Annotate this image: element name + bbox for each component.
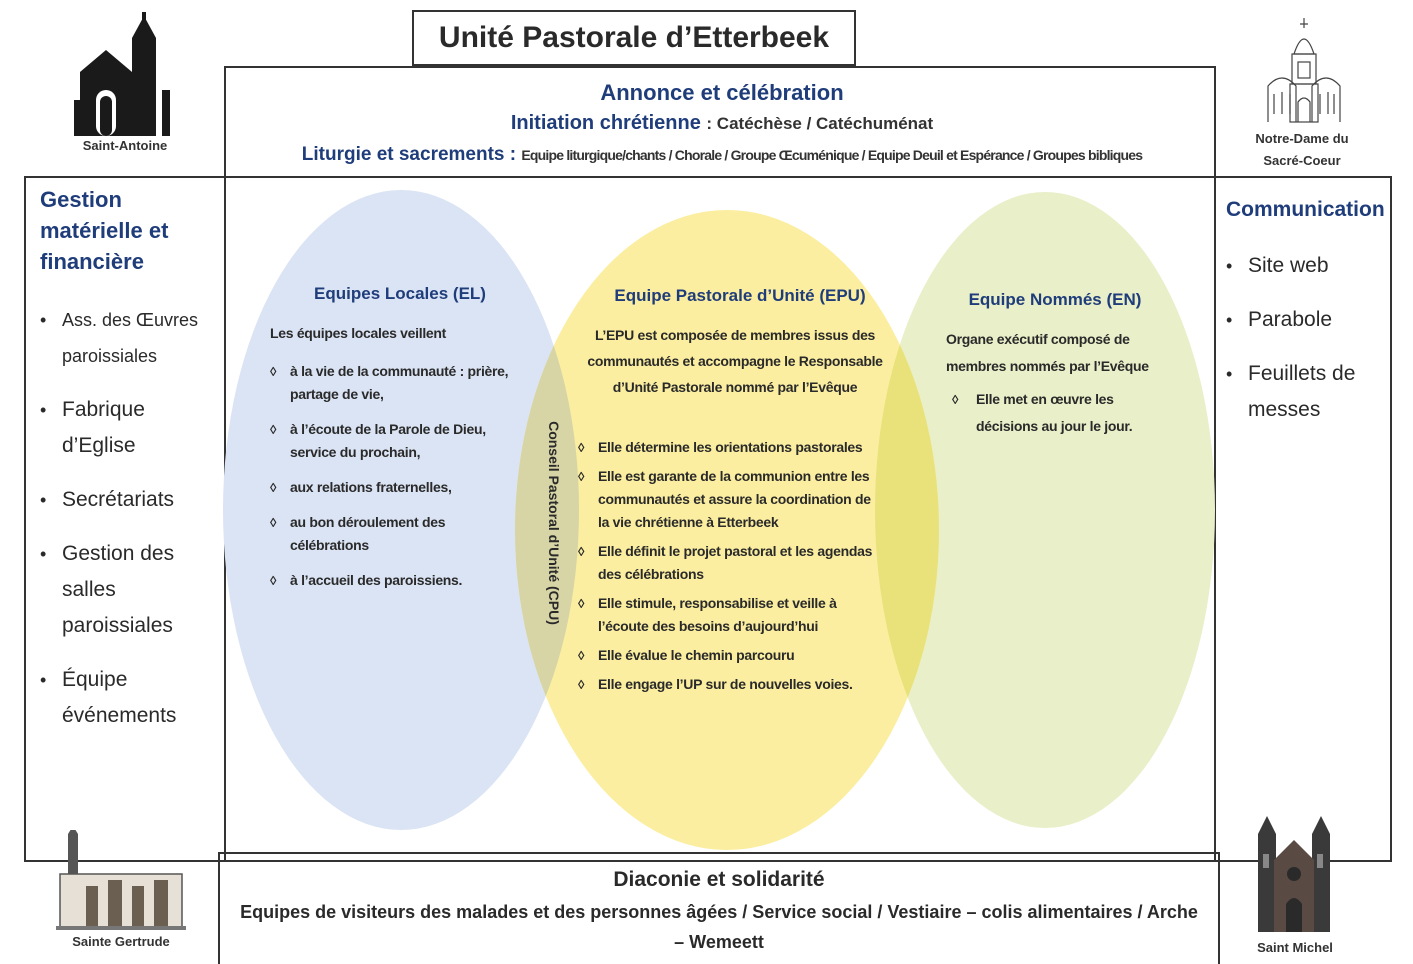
el-item: à l’accueil des paroissiens.	[270, 569, 510, 592]
en-item: Elle met en œuvre les décisions au jour …	[952, 386, 1172, 440]
left-item: Ass. des Œuvres paroissiales	[40, 302, 210, 374]
saint-michel-label: Saint Michel	[1257, 940, 1333, 955]
right-item: Feuillets de messes	[1226, 356, 1396, 428]
annonce-heading: Annonce et célébration	[600, 80, 844, 105]
el-item: à l’écoute de la Parole de Dieu, service…	[270, 418, 510, 464]
left-item: Secrétariats	[40, 482, 210, 518]
sainte-gertrude-church-icon	[56, 830, 186, 930]
epu-item: Elle évalue le chemin parcouru	[578, 644, 878, 667]
epu-list: Elle détermine les orientations pastoral…	[578, 436, 878, 696]
ellipse-en	[875, 192, 1215, 828]
el-title: Equipes Locales (EL)	[314, 284, 486, 303]
page-title: Unité Pastorale d’Etterbeek	[412, 10, 856, 66]
left-list: Ass. des Œuvres paroissiales Fabrique d’…	[40, 302, 210, 734]
initiation-line: Initiation chrétienne : Catéchèse / Caté…	[228, 112, 1216, 135]
el-intro: Les équipes locales veillent	[270, 325, 447, 341]
initiation-text: : Catéchèse / Catéchuménat	[706, 114, 934, 133]
epu-intro: L’EPU est composée de membres issus des …	[587, 327, 883, 395]
epu-title: Equipe Pastorale d’Unité (EPU)	[614, 286, 866, 305]
liturgie-text: Equipe liturgique/chants / Chorale / Gro…	[521, 147, 1143, 163]
notre-dame-church-icon	[1267, 18, 1341, 123]
left-item: Équipe événements	[40, 662, 210, 734]
cpu-vertical-label: Conseil Pastoral d’Unité (CPU)	[546, 421, 562, 625]
right-item: Parabole	[1226, 302, 1396, 338]
left-item: Fabrique d’Eglise	[40, 392, 210, 464]
saint-antoine-church-icon	[74, 12, 170, 136]
liturgie-line: Liturgie et sacrements : Equipe liturgiq…	[228, 144, 1216, 166]
notre-dame-label: Notre-Dame du Sacré-Coeur	[1255, 131, 1349, 168]
epu-item: Elle définit le projet pastoral et les a…	[578, 540, 878, 586]
en-intro: Organe exécutif composé de membres nommé…	[946, 331, 1149, 374]
left-title: Gestion matérielle et financière	[40, 187, 169, 274]
epu-item: Elle détermine les orientations pastoral…	[578, 436, 878, 459]
top-frame	[224, 66, 1216, 178]
main-frame	[24, 176, 1392, 862]
right-title: Communication	[1226, 198, 1385, 221]
right-divider	[1214, 176, 1216, 862]
el-item: au bon déroulement des célébrations	[270, 511, 510, 557]
liturgie-label: Liturgie et sacrements :	[301, 144, 517, 165]
left-item: Gestion des salles paroissiales	[40, 536, 210, 644]
en-list: Elle met en œuvre les décisions au jour …	[952, 386, 1172, 440]
el-item: à la vie de la communauté : prière, part…	[270, 360, 510, 406]
epu-item: Elle engage l’UP sur de nouvelles voies.	[578, 673, 878, 696]
bottom-frame	[218, 852, 1220, 964]
saint-michel-church-icon	[1258, 816, 1330, 932]
right-list: Site web Parabole Feuillets de messes	[1226, 248, 1396, 428]
initiation-label: Initiation chrétienne	[510, 112, 701, 134]
diaconie-text: Equipes de visiteurs des malades et des …	[240, 902, 1198, 952]
el-list: à la vie de la communauté : prière, part…	[270, 360, 510, 592]
en-title: Equipe Nommés (EN)	[968, 290, 1142, 309]
right-item: Site web	[1226, 248, 1396, 284]
diaconie-heading: Diaconie et solidarité	[613, 868, 825, 891]
saint-antoine-label: Saint-Antoine	[82, 138, 168, 153]
sainte-gertrude-label: Sainte Gertrude	[72, 934, 170, 949]
ellipse-el	[223, 190, 579, 830]
el-item: aux relations fraternelles,	[270, 476, 510, 499]
epu-item: Elle stimule, responsabilise et veille à…	[578, 592, 878, 638]
epu-item: Elle est garante de la communion entre l…	[578, 465, 878, 534]
